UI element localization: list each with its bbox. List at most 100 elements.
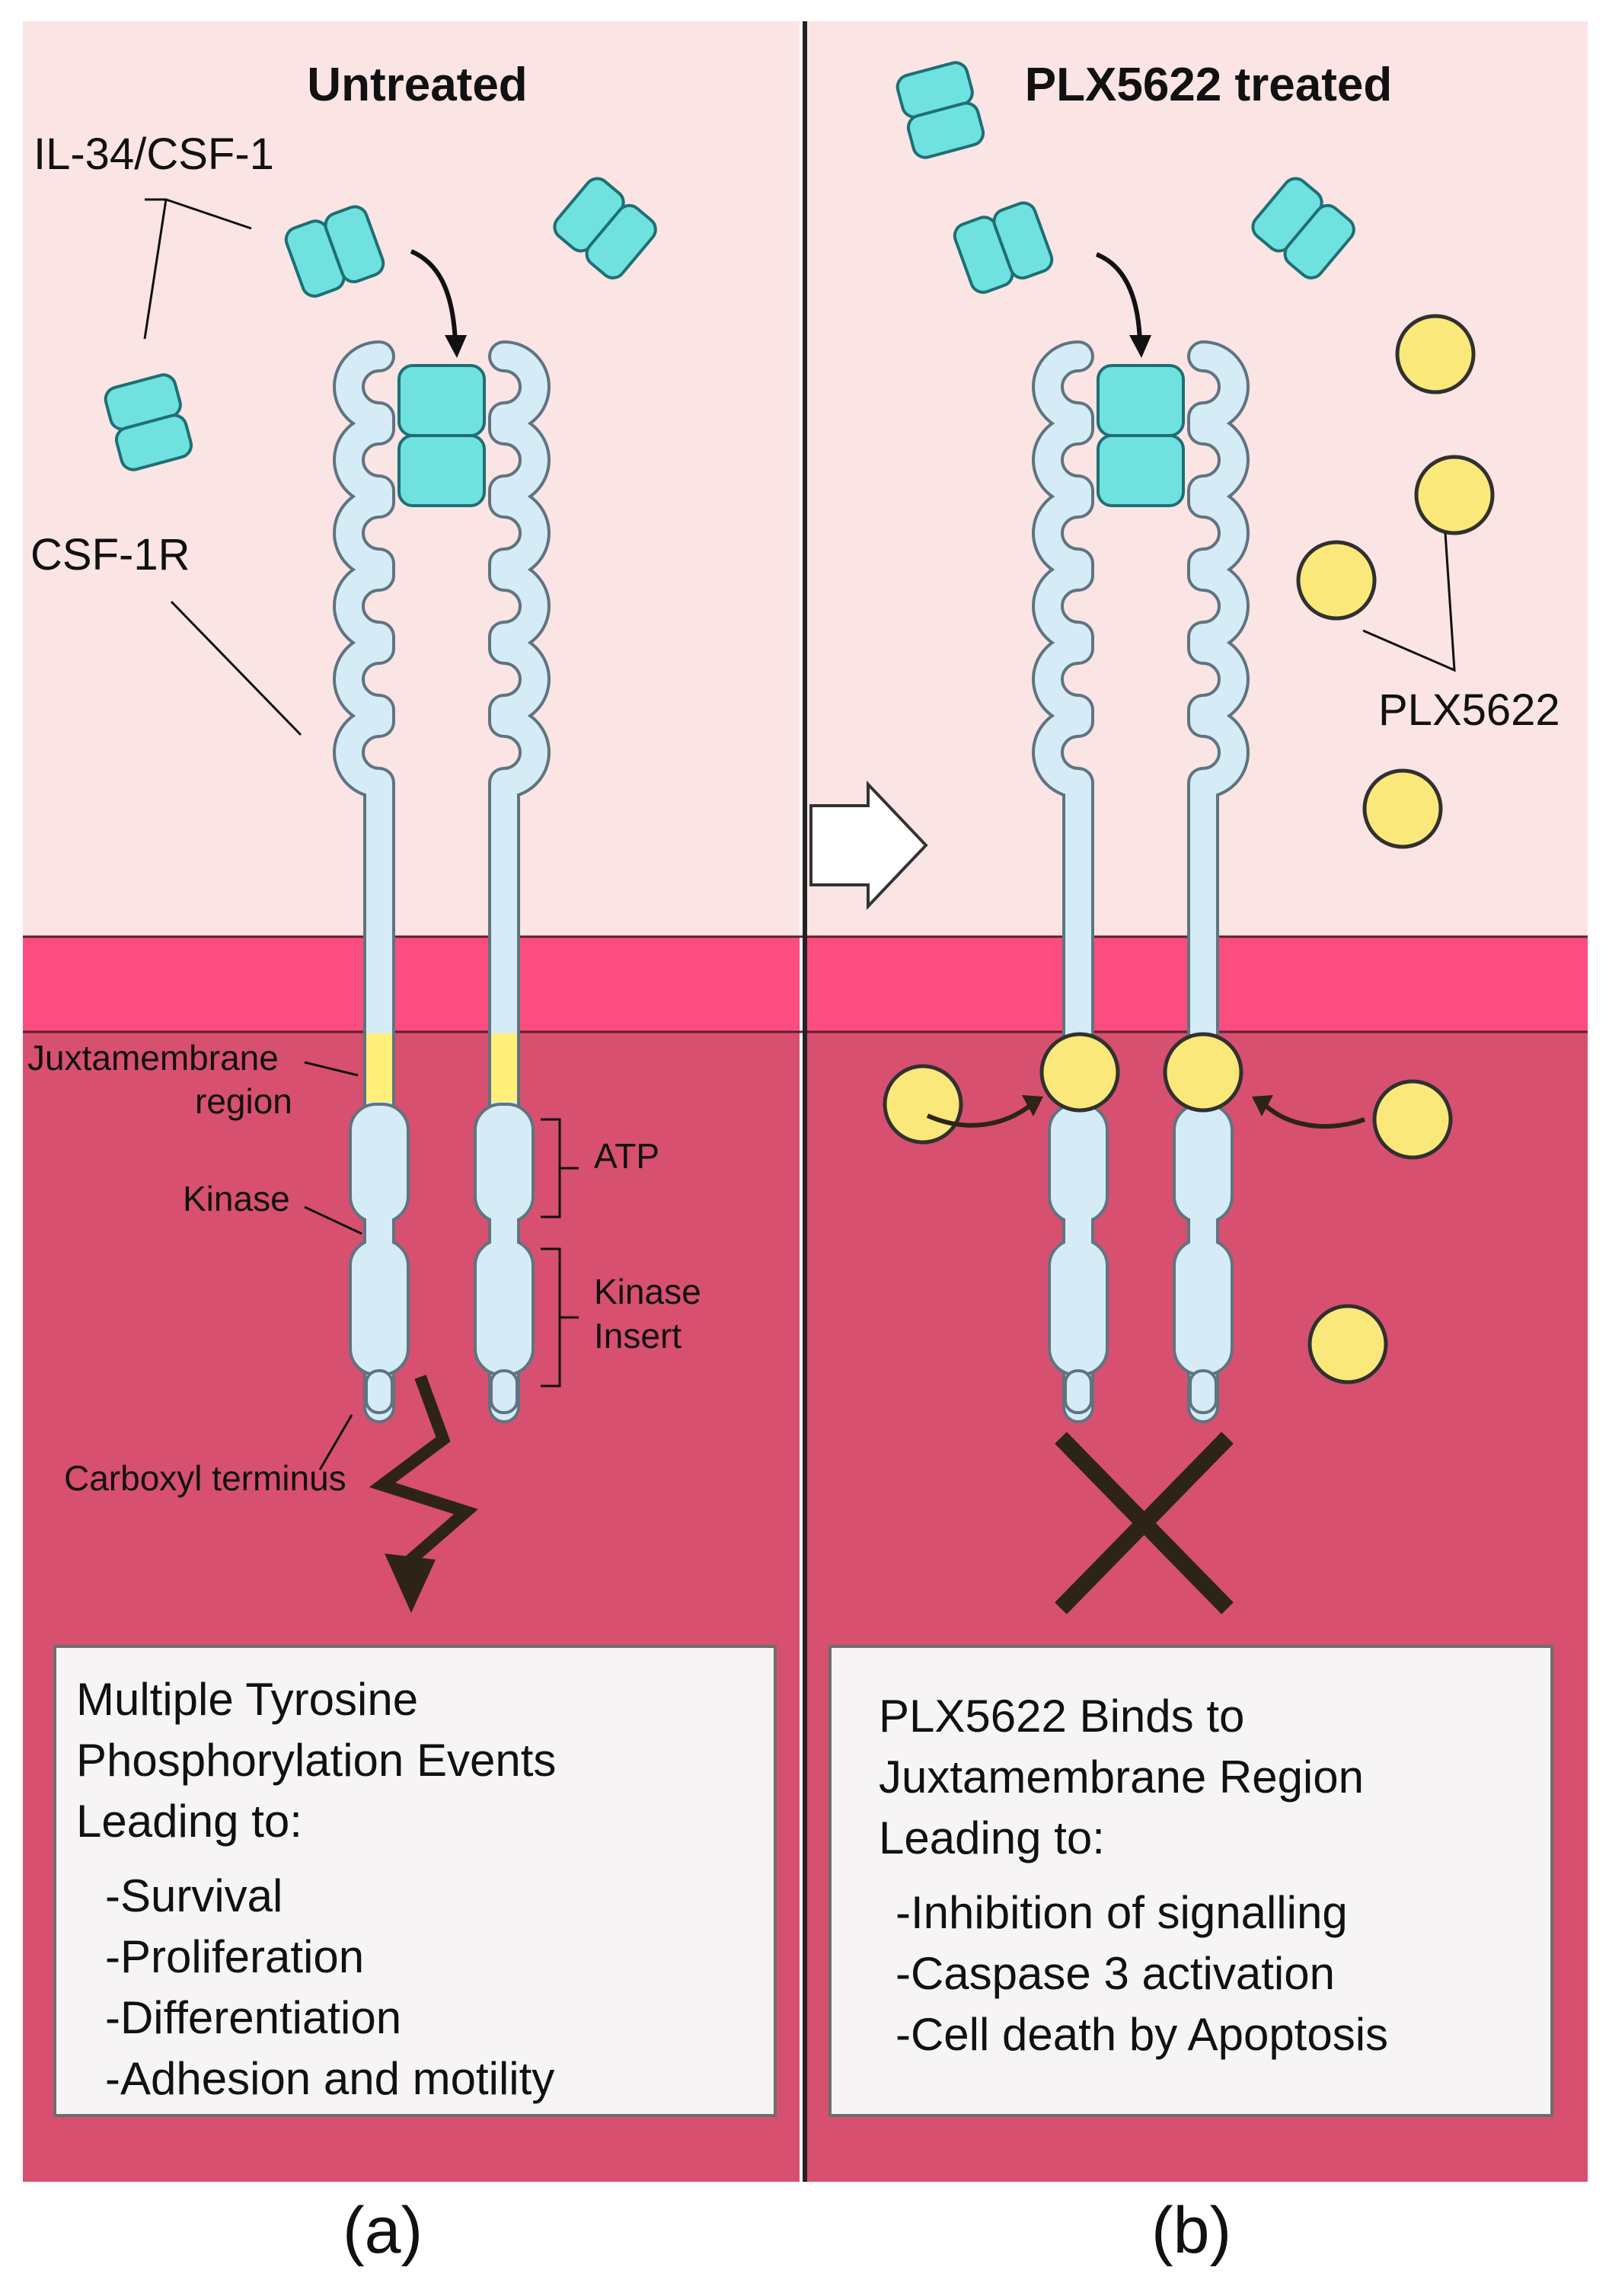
outcome-box-untreated: Multiple Tyrosine Phosphorylation Events… [53, 1645, 777, 2117]
receptor-leader-line [170, 600, 302, 736]
drug-binding-arrow-right [1252, 1095, 1365, 1129]
carboxyl-tail [1189, 1369, 1218, 1414]
panel-a-caption: (a) [343, 2194, 423, 2267]
drug-molecule [1395, 314, 1476, 394]
juxtamembrane-region [491, 1033, 517, 1102]
ligand-subunit [397, 434, 486, 507]
ligand-dimer [284, 205, 385, 298]
ligand-binding-arrowhead-a [445, 335, 467, 358]
kinase-linker [491, 1218, 517, 1244]
drug-molecule [1362, 768, 1443, 849]
list-item: -Survival [105, 1870, 283, 1921]
ligand-subunit [397, 364, 486, 437]
ligand-subunit [906, 101, 985, 159]
ligand-label: IL-34/CSF-1 [34, 129, 274, 179]
panel-b-caption: (b) [1151, 2194, 1232, 2267]
outcome-heading-line2: Phosphorylation Events [76, 1735, 557, 1786]
ligand-binding-arrowhead-b [1129, 335, 1151, 358]
ligand-leader-lines [143, 198, 252, 340]
receptor-chain [1173, 340, 1250, 1423]
transition-arrow [809, 780, 928, 911]
drug-molecule [1372, 1079, 1453, 1160]
juxtamembrane-leader-line [304, 1061, 359, 1077]
kinase-insert-domain [1048, 1238, 1109, 1376]
outcome-list: -Survival -Proliferation -Differentiatio… [76, 1866, 774, 2109]
kinase-insert-domain [1173, 1238, 1234, 1376]
ligand-binding-arrow-b [1095, 252, 1142, 343]
kinase-linker [1065, 1218, 1091, 1244]
list-item: -Inhibition of signalling [895, 1887, 1348, 1938]
signalling-blocked-cross [1055, 1432, 1234, 1614]
list-item: -Cell death by Apoptosis [895, 2009, 1389, 2060]
kinase-domain [1048, 1103, 1109, 1224]
juxtamembrane-label-line1: Juxtamembrane [27, 1038, 279, 1078]
drug-molecule [1296, 540, 1377, 621]
outcome-heading-line1: PLX5622 Binds to [879, 1691, 1245, 1742]
kinase-leader-line [304, 1205, 362, 1235]
receptor-label: CSF-1R [30, 530, 190, 580]
ligand-dimer [553, 177, 657, 279]
receptor-chain [474, 340, 551, 1423]
drug-binding-arrow-left [926, 1095, 1043, 1128]
ligands-layer [104, 61, 1355, 507]
carboxyl-leader-line [318, 1414, 353, 1471]
outcome-heading-line2: Juxtamembrane Region [879, 1752, 1365, 1803]
list-item: -Adhesion and motility [105, 2053, 555, 2104]
ligand-dimer [104, 373, 193, 471]
ligand-subunit [585, 203, 657, 279]
kinase-insert-label-line1: Kinase [594, 1272, 701, 1311]
bound-ligand-dimer [397, 364, 486, 507]
ligand-binding-arrow-a [410, 249, 458, 343]
list-item: -Caspase 3 activation [895, 1948, 1335, 1999]
carboxyl-tail [365, 1369, 394, 1414]
kinase-linker [1190, 1218, 1216, 1244]
ligand-subunit [1097, 364, 1185, 437]
ligand-dimer [895, 61, 985, 159]
atp-bracket [541, 1118, 579, 1218]
drug-molecule [1307, 1304, 1388, 1384]
kinase-linker [366, 1218, 392, 1244]
kinase-insert-bracket [541, 1247, 579, 1387]
ligand-subunit [992, 201, 1054, 280]
ligand-subunit [1283, 203, 1355, 279]
outcome-heading-line1: Multiple Tyrosine [76, 1674, 419, 1725]
bound-drug-molecule [1163, 1032, 1243, 1113]
kinase-label: Kinase [183, 1179, 290, 1218]
kinase-domain [474, 1103, 535, 1224]
ligand-subunit [324, 205, 385, 284]
list-item: -Differentiation [105, 1992, 402, 2043]
receptor-chain [333, 340, 410, 1423]
outcome-list: -Inhibition of signalling -Caspase 3 act… [879, 1882, 1550, 2065]
panel-a-title: Untreated [307, 59, 527, 111]
bound-drug-molecule [1039, 1032, 1120, 1113]
kinase-domain [349, 1103, 410, 1224]
bound-ligand-dimer [1097, 364, 1185, 507]
ligand-subunit [1097, 434, 1185, 507]
receptor-body [1190, 343, 1247, 1420]
list-item: -Proliferation [105, 1931, 365, 1982]
outcome-box-treated: PLX5622 Binds to Juxtamembrane Region Le… [828, 1645, 1553, 2117]
drug-molecule [1414, 455, 1495, 535]
panel-b-title: PLX5622 treated [1025, 59, 1392, 111]
juxtamembrane-region [366, 1033, 392, 1102]
outcome-heading-line3: Leading to: [879, 1812, 1105, 1863]
receptor-chain [1032, 340, 1109, 1423]
drug-molecule [883, 1064, 963, 1145]
carboxyl-tail [1064, 1369, 1093, 1414]
carboxyl-terminus-label: Carboxyl terminus [64, 1458, 346, 1498]
receptors-layer [333, 340, 1250, 1423]
receptor-body [336, 343, 392, 1420]
receptor-body [491, 343, 548, 1420]
signalling-lightning-arrow [369, 1375, 478, 1613]
receptor-body [1035, 343, 1091, 1420]
drug-leader-lines [1362, 532, 1456, 672]
atp-label: ATP [594, 1136, 659, 1176]
carboxyl-tail [490, 1369, 519, 1414]
kinase-domain [1173, 1103, 1234, 1224]
ligand-dimer [953, 201, 1054, 294]
juxtamembrane-label-line2: region [195, 1081, 292, 1121]
kinase-insert-domain [474, 1238, 535, 1376]
kinase-insert-domain [349, 1238, 410, 1376]
kinase-insert-label-line2: Insert [594, 1316, 682, 1356]
drug-label: PLX5622 [1378, 685, 1560, 735]
